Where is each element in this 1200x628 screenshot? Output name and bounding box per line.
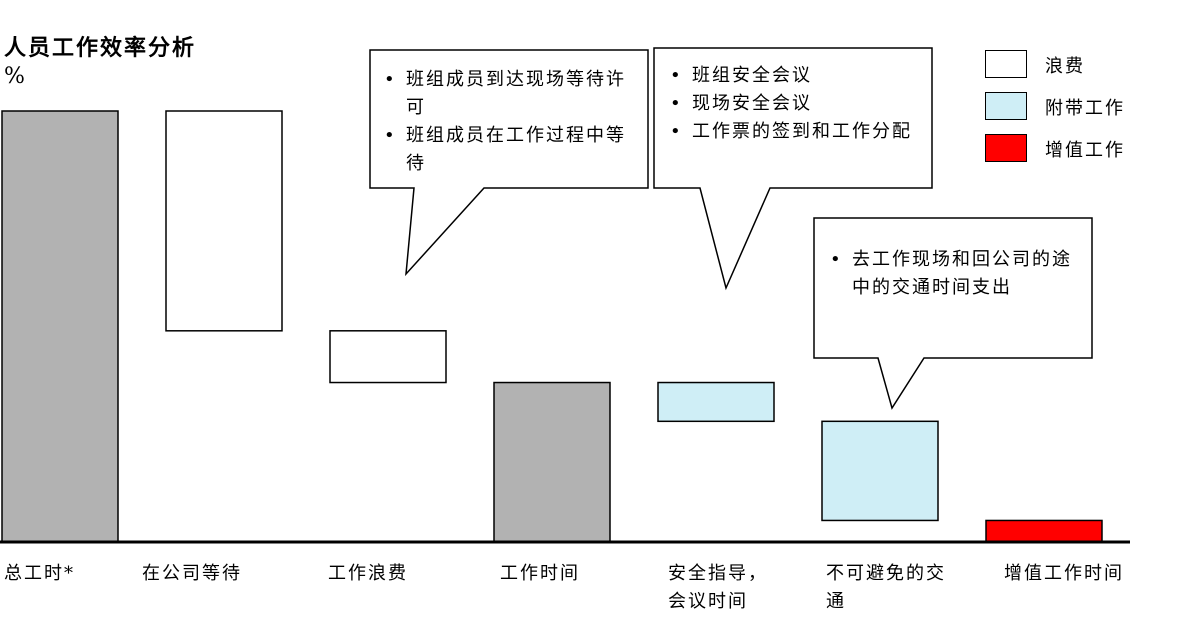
callout-waiting-text: 班组成员到达现场等待许可 班组成员在工作过程中等待 bbox=[378, 66, 640, 178]
bar-work-waste bbox=[329, 330, 447, 384]
bar-work-time bbox=[493, 381, 611, 543]
category-label-work-waste: 工作浪费 bbox=[328, 563, 408, 584]
bar-total-hours bbox=[1, 110, 119, 543]
category-label-value-added: 增值工作时间 bbox=[1004, 563, 1124, 584]
callout-meeting-item: 工作票的签到和工作分配 bbox=[664, 118, 926, 146]
legend-label-waste: 浪费 bbox=[1045, 56, 1085, 77]
category-label-waiting: 在公司等待 bbox=[142, 563, 242, 584]
bar-traffic bbox=[821, 420, 939, 522]
callout-traffic-text: 去工作现场和回公司的途中的交通时间支出 bbox=[824, 246, 1084, 302]
legend-label-auxiliary: 附带工作 bbox=[1045, 98, 1125, 119]
legend-label-value-added: 增值工作 bbox=[1045, 140, 1125, 161]
category-label-traffic: 不可避免的交通 bbox=[826, 563, 946, 612]
category-label-safety-meeting: 安全指导，会议时间 bbox=[668, 563, 768, 612]
legend-swatch-auxiliary bbox=[985, 92, 1027, 120]
legend: 浪费 附带工作 增值工作 bbox=[985, 50, 1185, 176]
callout-traffic-item: 去工作现场和回公司的途中的交通时间支出 bbox=[824, 246, 1084, 302]
bar-waiting bbox=[165, 110, 283, 332]
callout-meeting-item: 现场安全会议 bbox=[664, 90, 926, 118]
bar-safety-meeting bbox=[657, 381, 775, 423]
legend-swatch-value-added bbox=[985, 134, 1027, 162]
legend-item-value-added: 增值工作 bbox=[985, 134, 1185, 176]
bar-value-added bbox=[985, 519, 1103, 543]
legend-swatch-waste bbox=[985, 50, 1027, 78]
callout-waiting-item: 班组成员到达现场等待许可 bbox=[378, 66, 640, 122]
callout-meeting-item: 班组安全会议 bbox=[664, 62, 926, 90]
category-label-total-hours: 总工时* bbox=[4, 563, 75, 584]
legend-item-auxiliary: 附带工作 bbox=[985, 92, 1185, 134]
chart-title: 人员工作效率分析 bbox=[4, 35, 197, 61]
y-axis-unit: % bbox=[4, 64, 25, 89]
callout-meeting-text: 班组安全会议 现场安全会议 工作票的签到和工作分配 bbox=[664, 62, 926, 146]
legend-item-waste: 浪费 bbox=[985, 50, 1185, 92]
callout-waiting-item: 班组成员在工作过程中等待 bbox=[378, 122, 640, 178]
category-label-work-time: 工作时间 bbox=[500, 563, 580, 584]
